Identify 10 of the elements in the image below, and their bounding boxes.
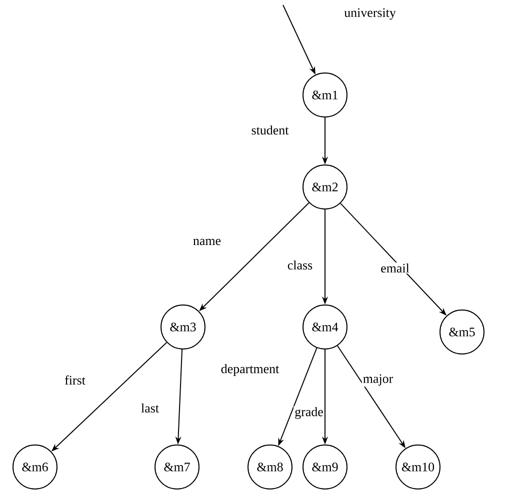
edge-label: department <box>220 363 280 377</box>
edge-label: last <box>140 402 160 414</box>
edge-label: major <box>362 373 394 387</box>
edge-label: grade <box>294 406 324 420</box>
edge-label: student <box>250 124 290 136</box>
edge-label: university <box>343 7 397 21</box>
edge-label: email <box>380 262 410 274</box>
edge-label: first <box>64 374 86 386</box>
edge-label: class <box>286 259 314 271</box>
edge-label: name <box>192 238 222 246</box>
